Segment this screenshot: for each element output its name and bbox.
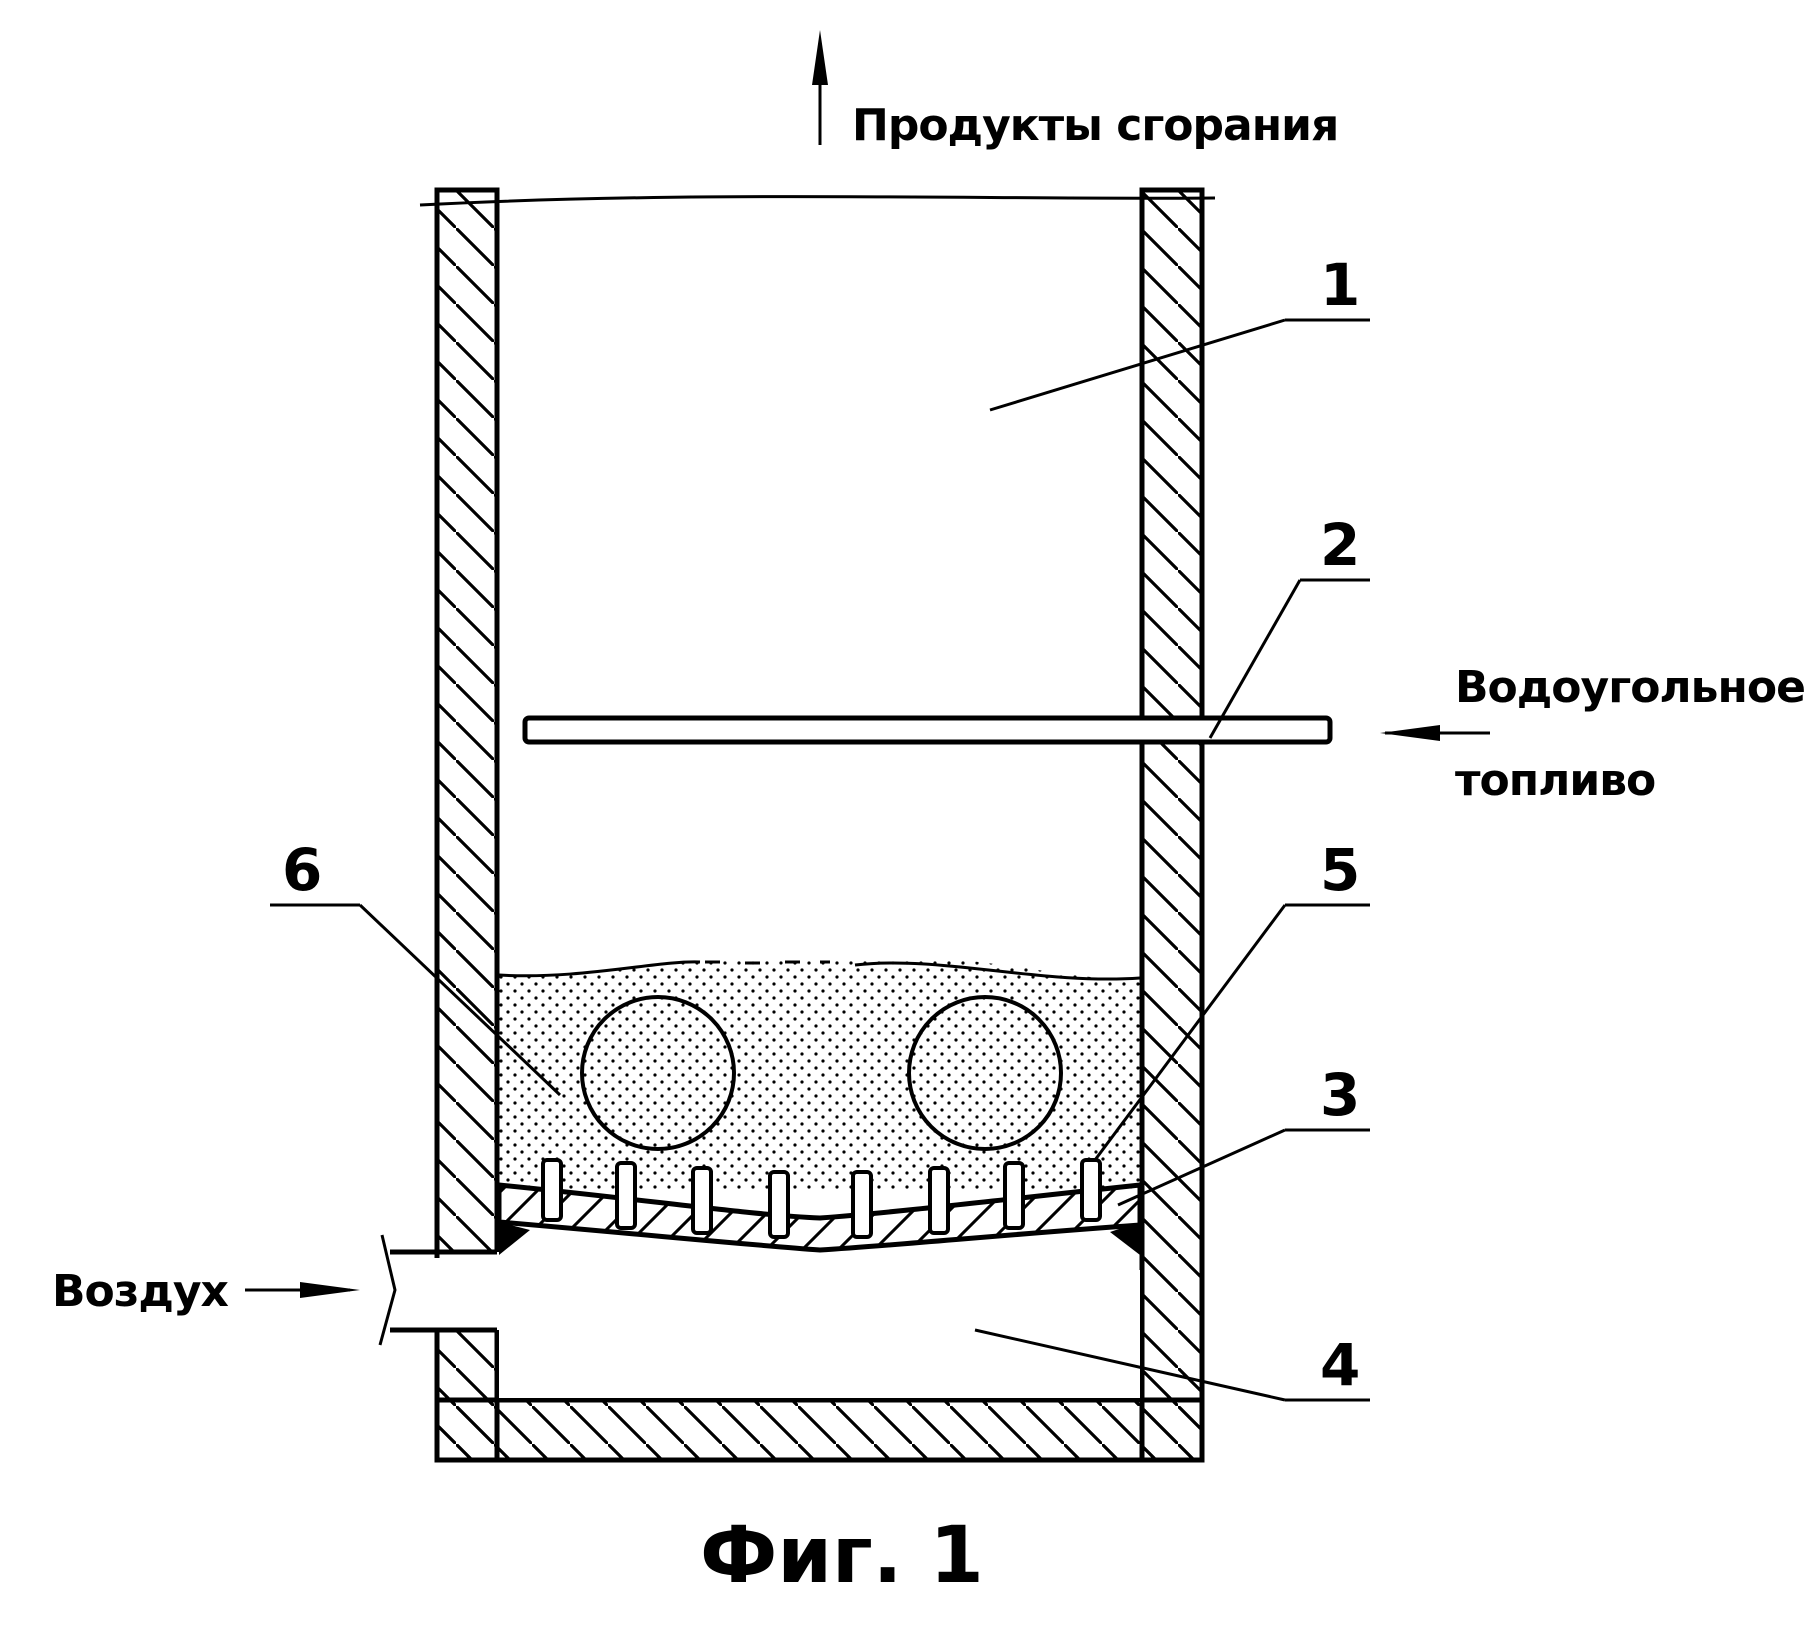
furnace-bottom: [437, 1400, 1202, 1460]
air-nozzle: [693, 1168, 711, 1233]
air-inlet-pipe: [380, 1235, 499, 1345]
figure-caption: Фиг. 1: [700, 1511, 984, 1601]
callout-1: 1: [1320, 251, 1360, 319]
fuel-arrow: [1380, 725, 1490, 741]
callout-2: 2: [1320, 511, 1360, 579]
distribution-grate: [499, 1185, 1140, 1250]
right-wall: [1142, 190, 1202, 1460]
water-coal-fuel-label-line1: Водоугольное: [1455, 662, 1805, 713]
exhaust-arrow: [812, 30, 828, 145]
air-nozzle: [617, 1163, 635, 1228]
air-nozzle: [543, 1160, 561, 1220]
callout-5: 5: [1320, 836, 1360, 904]
callout-3: 3: [1320, 1061, 1360, 1129]
grate-support-left: [499, 1222, 530, 1255]
chamber-break-line: [420, 197, 1215, 205]
callout-4: 4: [1320, 1331, 1360, 1399]
water-coal-fuel-label-line2: топливо: [1455, 755, 1655, 806]
air-nozzle: [930, 1168, 948, 1233]
fuel-injection-tube: [525, 718, 1330, 742]
air-nozzle: [1082, 1160, 1100, 1220]
air-arrow: [245, 1282, 360, 1298]
air-nozzle: [770, 1172, 788, 1237]
callout-6: 6: [282, 836, 322, 904]
air-nozzle: [853, 1172, 871, 1237]
left-wall: [437, 190, 497, 1252]
air-nozzle: [1005, 1163, 1023, 1228]
fluidized-bed: [499, 959, 1140, 1190]
combustion-products-label: Продукты сгорания: [852, 100, 1338, 151]
air-label: Воздух: [52, 1266, 229, 1317]
